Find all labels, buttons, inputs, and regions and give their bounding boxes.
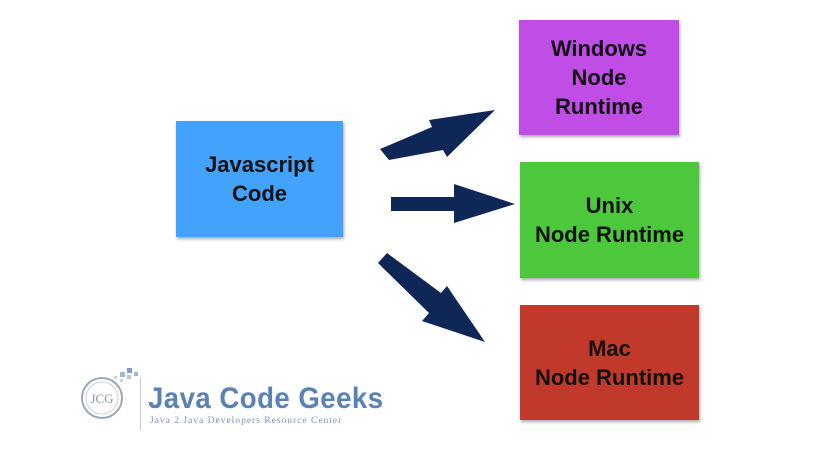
windows-box-line2: Node <box>571 65 627 90</box>
javascript-code-box: Javascript Code <box>176 121 343 237</box>
mac-box-line2: Node Runtime <box>534 364 685 390</box>
unix-box-line1: Unix <box>585 193 634 218</box>
mac-box-line1: Mac <box>588 335 631 361</box>
javascript-box-line2: Code <box>232 181 287 206</box>
javascript-box-line1: Javascript <box>205 152 314 177</box>
unix-runtime-box: Unix Node Runtime <box>520 162 699 278</box>
logo-tagline: Java 2 Java Developers Resource Center <box>150 416 343 426</box>
arrow-to-mac <box>378 253 485 342</box>
logo-monogram: JCG <box>90 391 113 406</box>
arrow-to-windows <box>380 110 495 160</box>
jcg-logo-icon: JCG <box>81 368 138 419</box>
windows-runtime-box: Windows Node Runtime <box>519 20 679 135</box>
mac-runtime-box: Mac Node Runtime <box>520 305 699 420</box>
arrow-to-unix <box>391 184 515 223</box>
logo-name: Java Code Geeks <box>148 382 384 415</box>
logo-divider <box>140 378 141 430</box>
windows-box-line1: Windows <box>550 36 648 61</box>
windows-box-line3: Runtime <box>555 94 643 119</box>
unix-box-line2: Node Runtime <box>534 222 685 247</box>
